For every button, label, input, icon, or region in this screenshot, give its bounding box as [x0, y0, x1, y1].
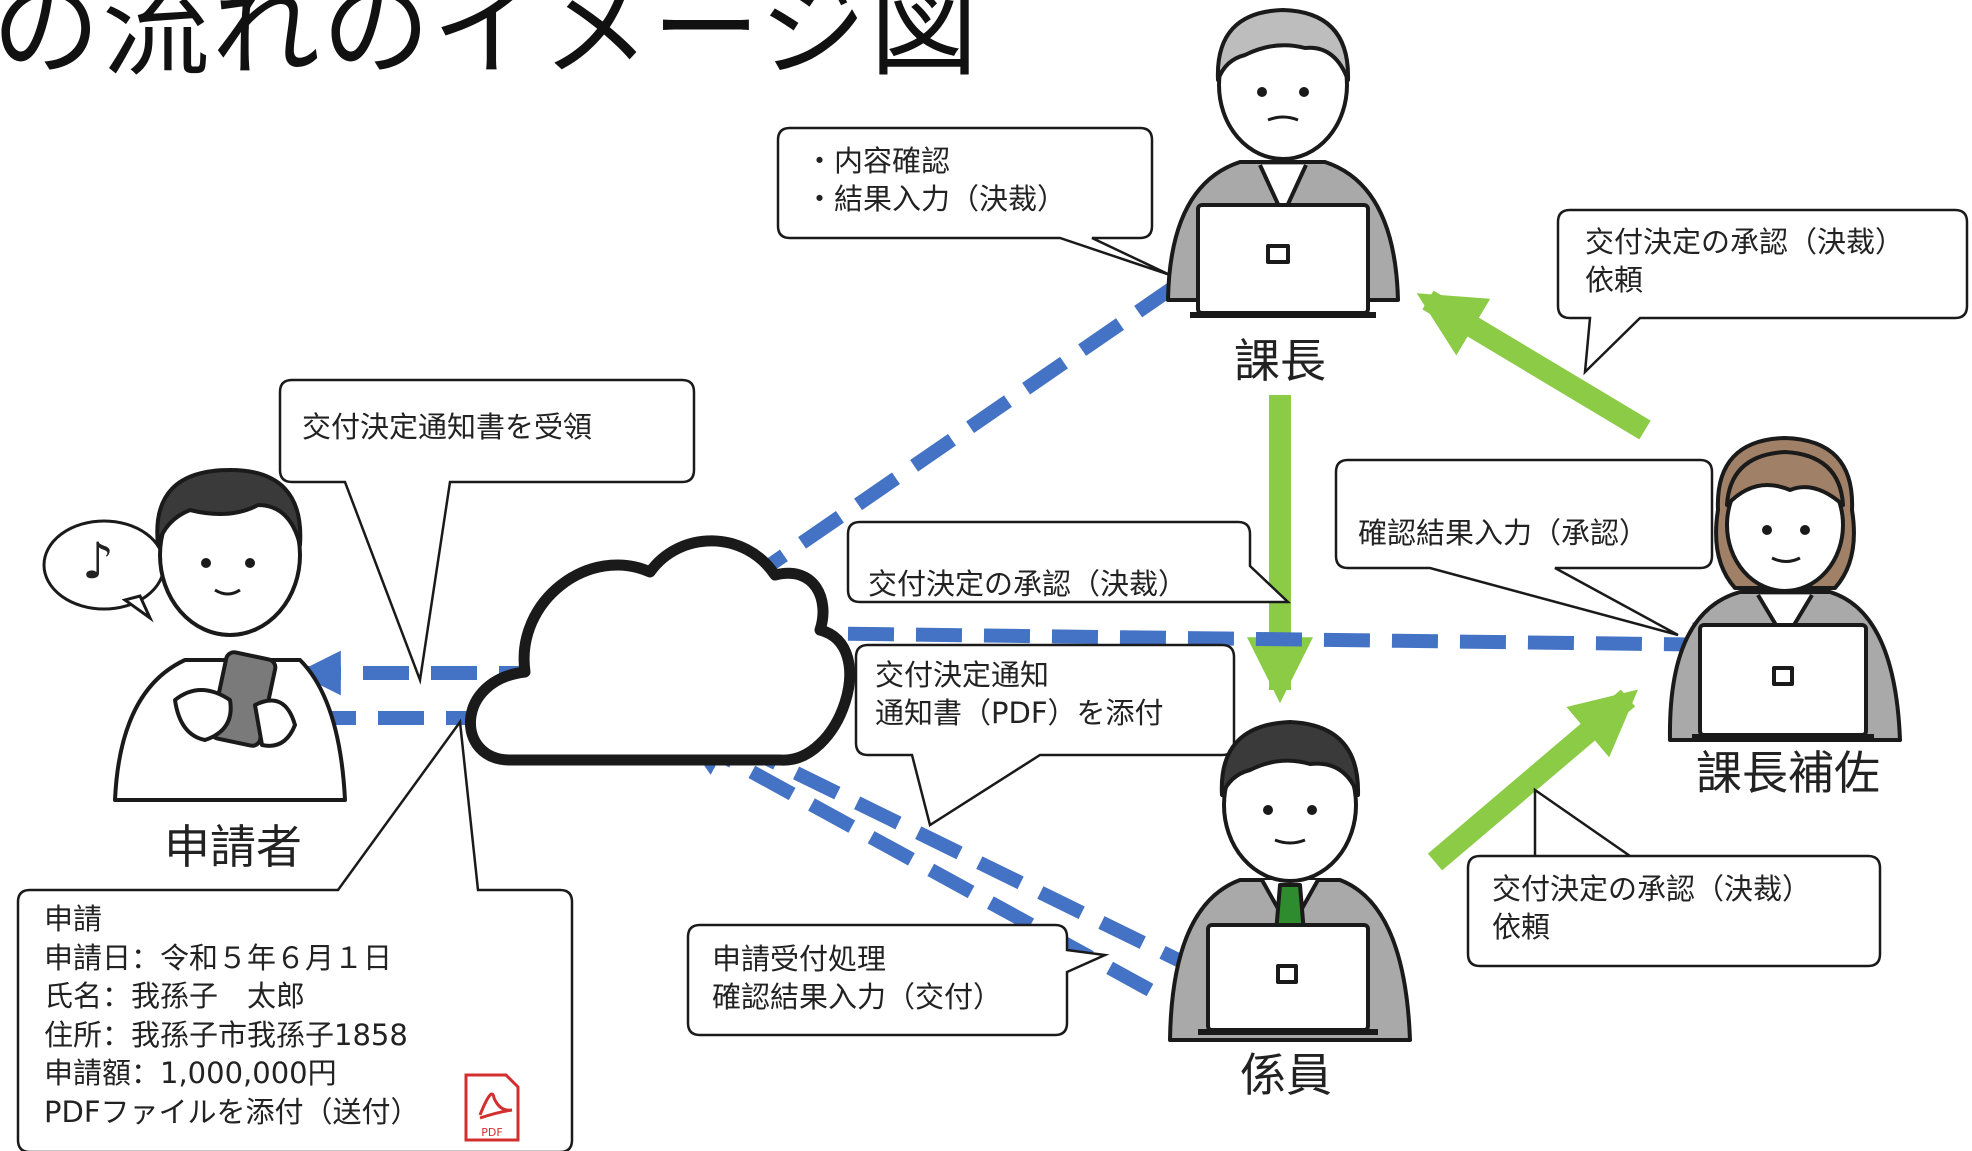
bubble-line: PDFファイルを添付（送付）: [44, 1094, 420, 1129]
bubble-text-confirm-result: 確認結果入力（承認）: [1358, 514, 1648, 552]
bubble-line: 依頼: [1585, 263, 1644, 297]
bubble-line: 交付決定通知書を受領: [302, 410, 593, 444]
bubble-line: 確認結果入力（承認）: [1358, 516, 1649, 550]
arrow-assistant-to-manager: [1416, 290, 1651, 440]
applicant-figure: [113, 468, 347, 802]
bubble-application: [16, 718, 574, 1151]
bubble-staff-tasks: [686, 923, 1110, 1037]
cloud-icon: [464, 535, 856, 766]
bubble-text-approval-request-bottom: 交付決定の承認（決裁） 依頼: [1492, 870, 1811, 946]
arrow-cloud-to-manager: [686, 241, 1240, 626]
bubble-line: ・結果入力（決裁）: [805, 182, 1067, 216]
arrow-staff-to-cloud: [682, 731, 1154, 997]
bubble-approval-request-bottom: [1466, 787, 1882, 968]
bubble-line: 交付決定の承認（決裁）: [1585, 225, 1905, 259]
assistant-figure: [1667, 436, 1902, 742]
bubble-text-application: 申請 申請日：令和５年６月１日 氏名：我孫子 太郎 住所：我孫子市我孫子1858…: [44, 900, 420, 1131]
bubble-line: 申請日：令和５年６月１日: [44, 940, 393, 975]
manager-figure: [1166, 8, 1400, 318]
bubble-line: 住所：我孫子市我孫子1858: [44, 1017, 408, 1052]
bubble-line: 交付決定の承認（決裁）: [1492, 872, 1812, 906]
bubble-line: 交付決定の承認（決裁）: [868, 567, 1188, 601]
role-label-staff: 係員: [1240, 1048, 1332, 1102]
bubble-approval-request-top: [1556, 208, 1969, 376]
bubble-line: 依頼: [1492, 910, 1551, 944]
bubble-text-receive-notice: 交付決定通知書を受領: [302, 408, 592, 446]
bubble-confirm-result: [1334, 458, 1714, 637]
role-label-applicant: 申請者: [164, 820, 302, 874]
role-label-manager: 課長: [1234, 334, 1326, 388]
bubble-line: 通知書（PDF）を添付: [875, 696, 1164, 730]
role-label-assistant: 課長補佐: [1696, 746, 1880, 800]
pdf-icon: PDF: [464, 1073, 520, 1142]
bubble-approval-decision: [846, 520, 1292, 604]
bubble-line: ・内容確認: [805, 144, 951, 178]
music-note-icon: ♪: [82, 532, 114, 590]
bubble-attach-notice: [854, 643, 1236, 827]
bubble-text-approval-request-top: 交付決定の承認（決裁） 依頼: [1585, 223, 1904, 299]
pdf-badge-label: PDF: [481, 1126, 502, 1139]
arrow-cloud-to-staff: [731, 736, 1224, 985]
bubble-line: 交付決定通知: [875, 658, 1050, 692]
bubble-text-manager-tasks: ・内容確認 ・結果入力（決裁）: [805, 142, 1066, 218]
bubble-line: 申請受付処理: [712, 942, 887, 976]
arrow-staff-to-assistant: [1427, 689, 1639, 871]
bubble-line: 氏名：我孫子 太郎: [44, 979, 306, 1013]
diagram-title: の流れのイメージ図: [0, 0, 980, 92]
bubble-manager-tasks: [776, 126, 1171, 277]
bubble-text-approval-decision: 交付決定の承認（決裁）: [868, 565, 1187, 603]
staff-figure: [1168, 720, 1412, 1042]
bubble-line: 確認結果入力（交付）: [712, 980, 1003, 1014]
bubble-line: 申請: [44, 902, 103, 936]
bubble-text-attach-notice: 交付決定通知 通知書（PDF）を添付: [875, 656, 1164, 732]
arrow-cloud-to-assistant: [711, 622, 1737, 667]
bubble-line: 申請額：1,000,000円: [44, 1056, 337, 1090]
bubble-shapes: [16, 126, 1969, 1151]
bubble-receive-notice: [278, 378, 696, 685]
bubble-text-staff-tasks: 申請受付処理 確認結果入力（交付）: [712, 940, 1002, 1016]
